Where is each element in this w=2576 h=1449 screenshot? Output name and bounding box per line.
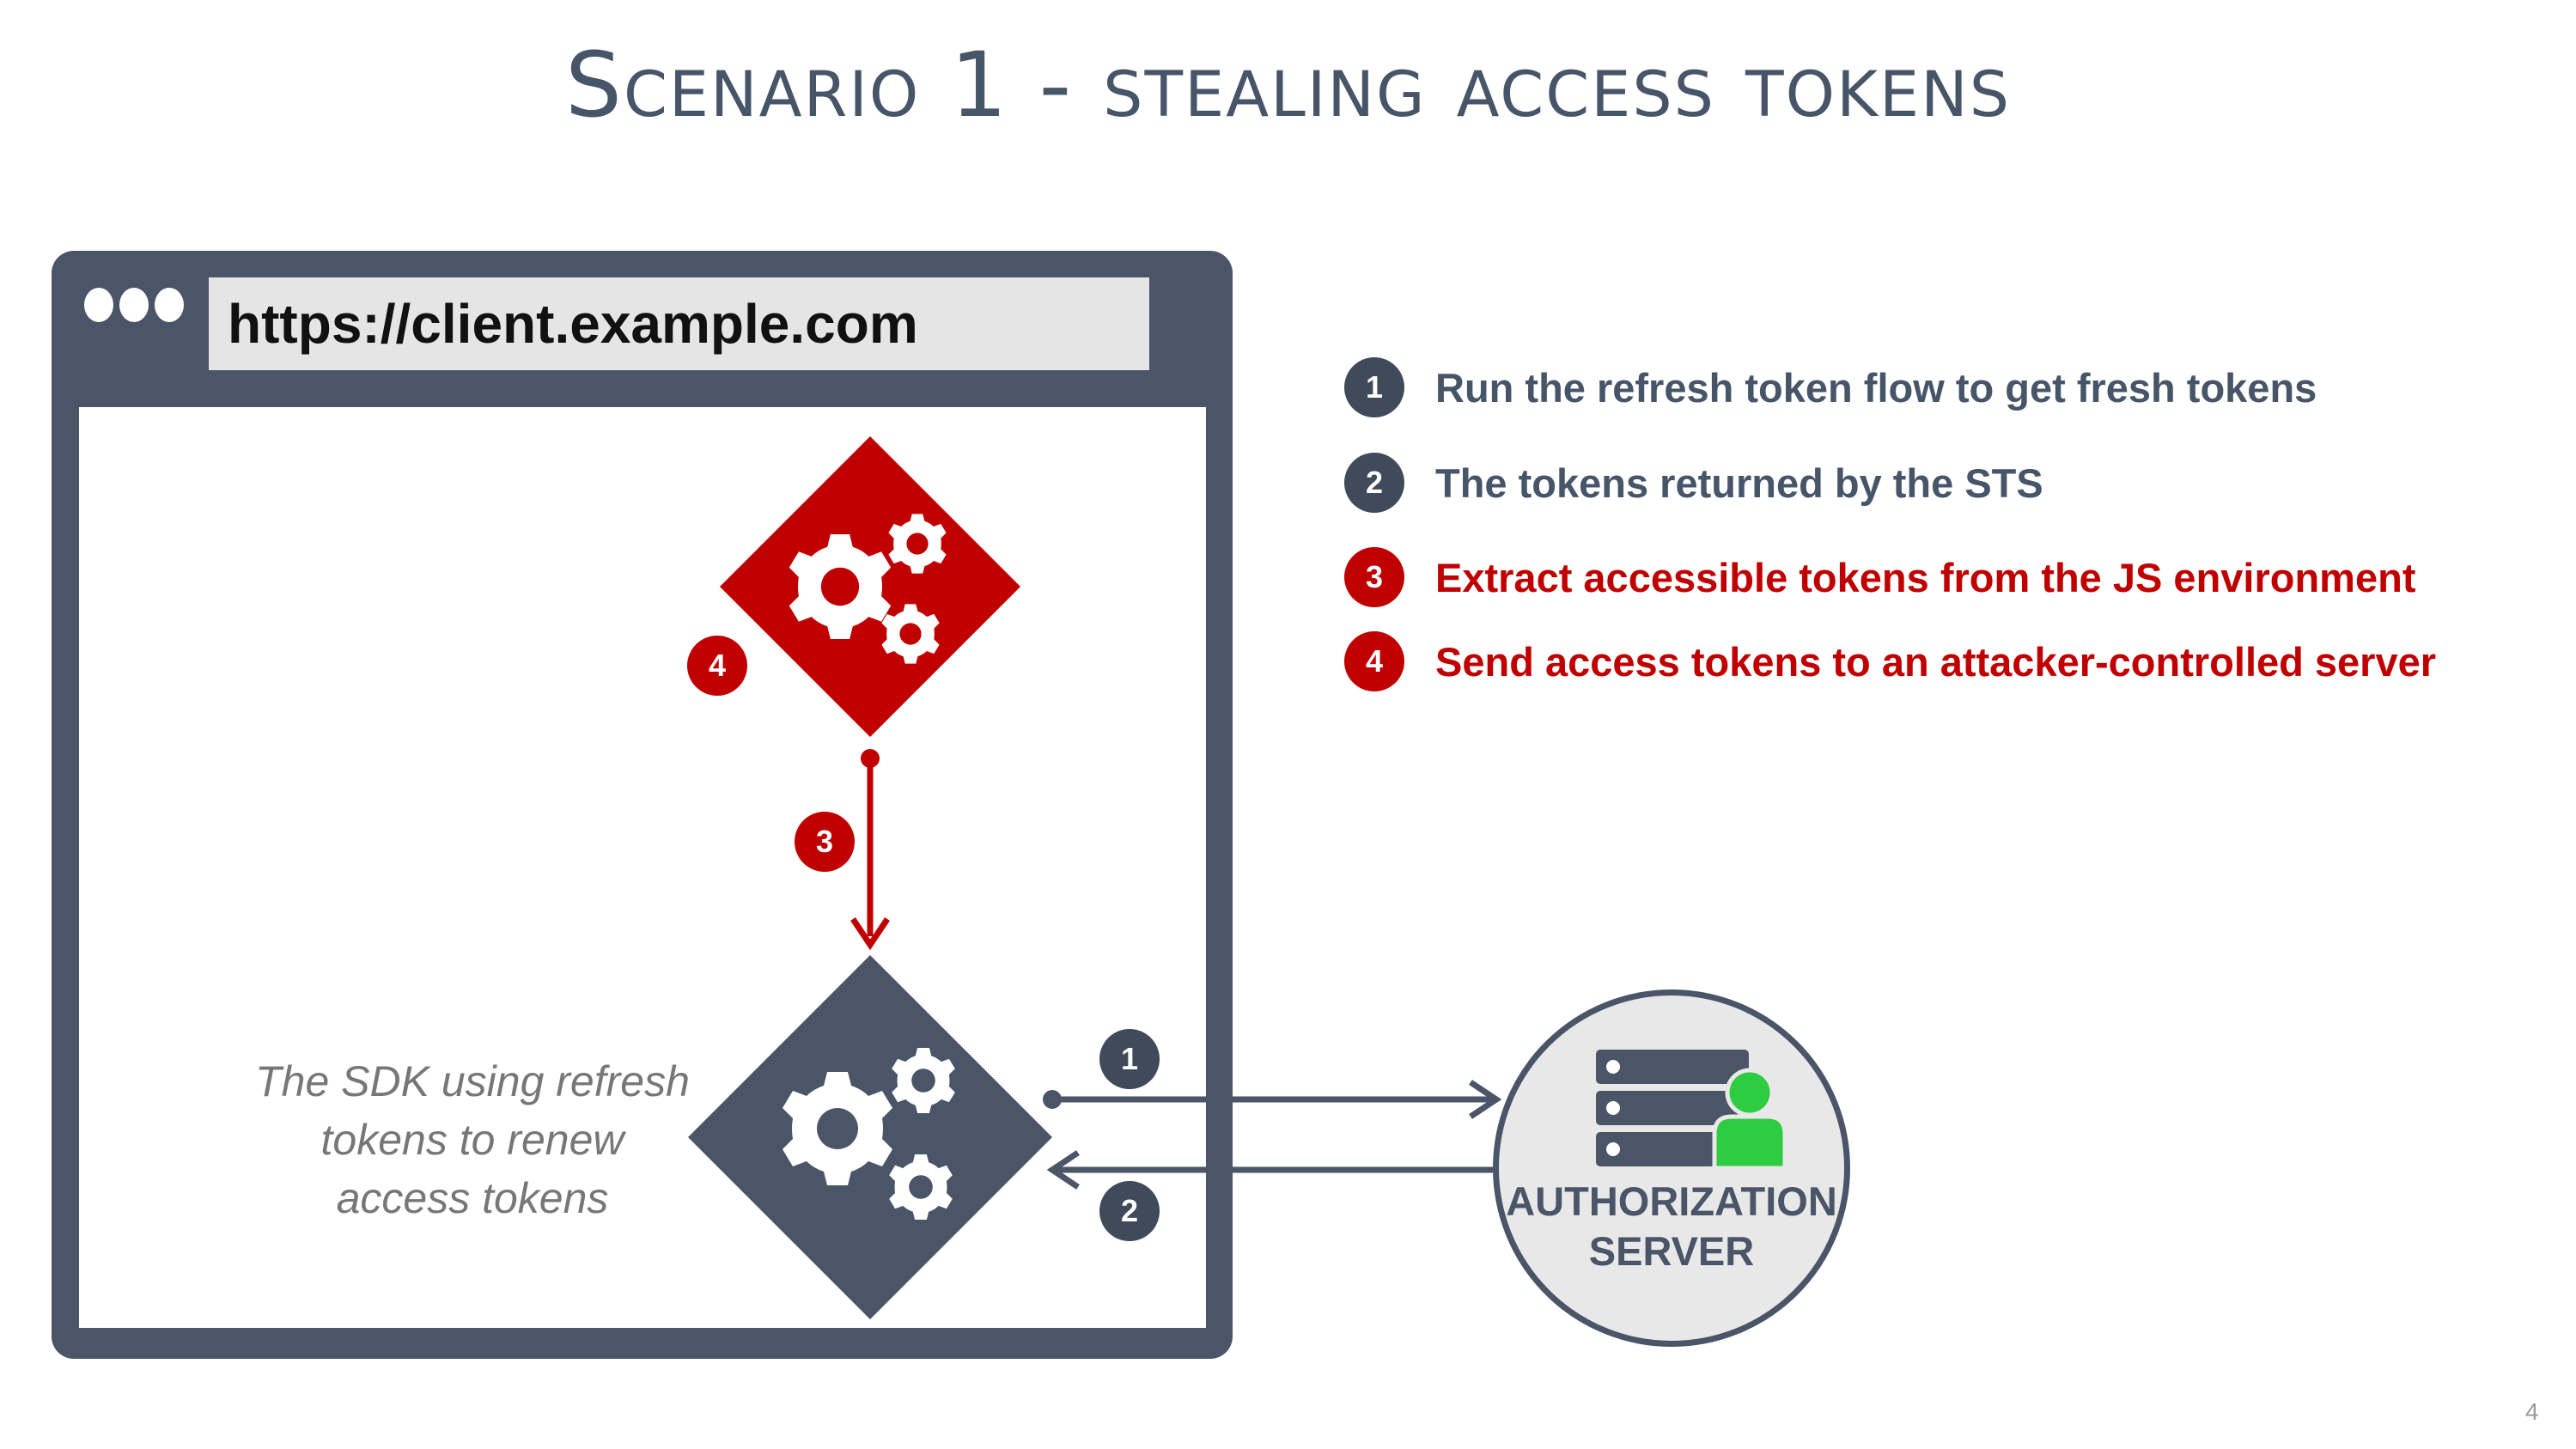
caption-line: The SDK using refresh	[255, 1057, 690, 1105]
legend-item-1: 1 Run the refresh token flow to get fres…	[1344, 355, 2317, 420]
legend-text: Extract accessible tokens from the JS en…	[1435, 554, 2416, 600]
legend-badge: 2	[1344, 453, 1404, 513]
legend-badge: 1	[1344, 357, 1404, 417]
legend-item-3: 3 Extract accessible tokens from the JS …	[1344, 545, 2415, 610]
extract-arrow	[850, 749, 890, 951]
sdk-script	[688, 955, 1052, 1319]
legend-text: Send access tokens to an attacker-contro…	[1435, 638, 2437, 685]
address-bar[interactable]: https://client.example.com	[209, 277, 1149, 370]
window-dot	[155, 288, 184, 322]
browser-content	[79, 407, 1206, 1328]
badge-step-1: 1	[1099, 1029, 1160, 1089]
badge-step-3: 3	[795, 812, 855, 872]
legend-badge: 3	[1344, 547, 1404, 607]
user-icon	[1712, 1068, 1787, 1171]
slide-title: Scenario 1 - stealing access tokens	[564, 33, 2012, 137]
legend-item-2: 2 The tokens returned by the STS	[1344, 450, 2043, 515]
legend-item-4: 4 Send access tokens to an attacker-cont…	[1344, 629, 2436, 694]
authorization-server	[1493, 989, 1850, 1347]
server-label-line: AUTHORIZATION	[1506, 1178, 1837, 1224]
request-arrow	[1043, 1080, 1502, 1119]
attacker-script	[720, 436, 1020, 737]
caption-line: tokens to renew	[320, 1116, 624, 1164]
server-label-line: SERVER	[1588, 1228, 1755, 1274]
sdk-caption: The SDK using refresh tokens to renew ac…	[215, 1052, 730, 1227]
caption-line: access tokens	[336, 1174, 609, 1222]
window-dot	[119, 288, 149, 322]
badge-step-4: 4	[687, 636, 747, 696]
legend-text: The tokens returned by the STS	[1435, 460, 2043, 506]
legend-badge: 4	[1344, 631, 1404, 691]
response-arrow	[1046, 1150, 1493, 1190]
badge-step-2: 2	[1099, 1181, 1160, 1241]
legend-text: Run the refresh token flow to get fresh …	[1435, 364, 2317, 411]
server-label: AUTHORIZATION SERVER	[1493, 1177, 1850, 1276]
server-rack-icon	[1596, 1050, 1749, 1166]
window-dot	[84, 288, 113, 322]
url-text: https://client.example.com	[228, 293, 918, 355]
page-number: 4	[2525, 1398, 2539, 1425]
